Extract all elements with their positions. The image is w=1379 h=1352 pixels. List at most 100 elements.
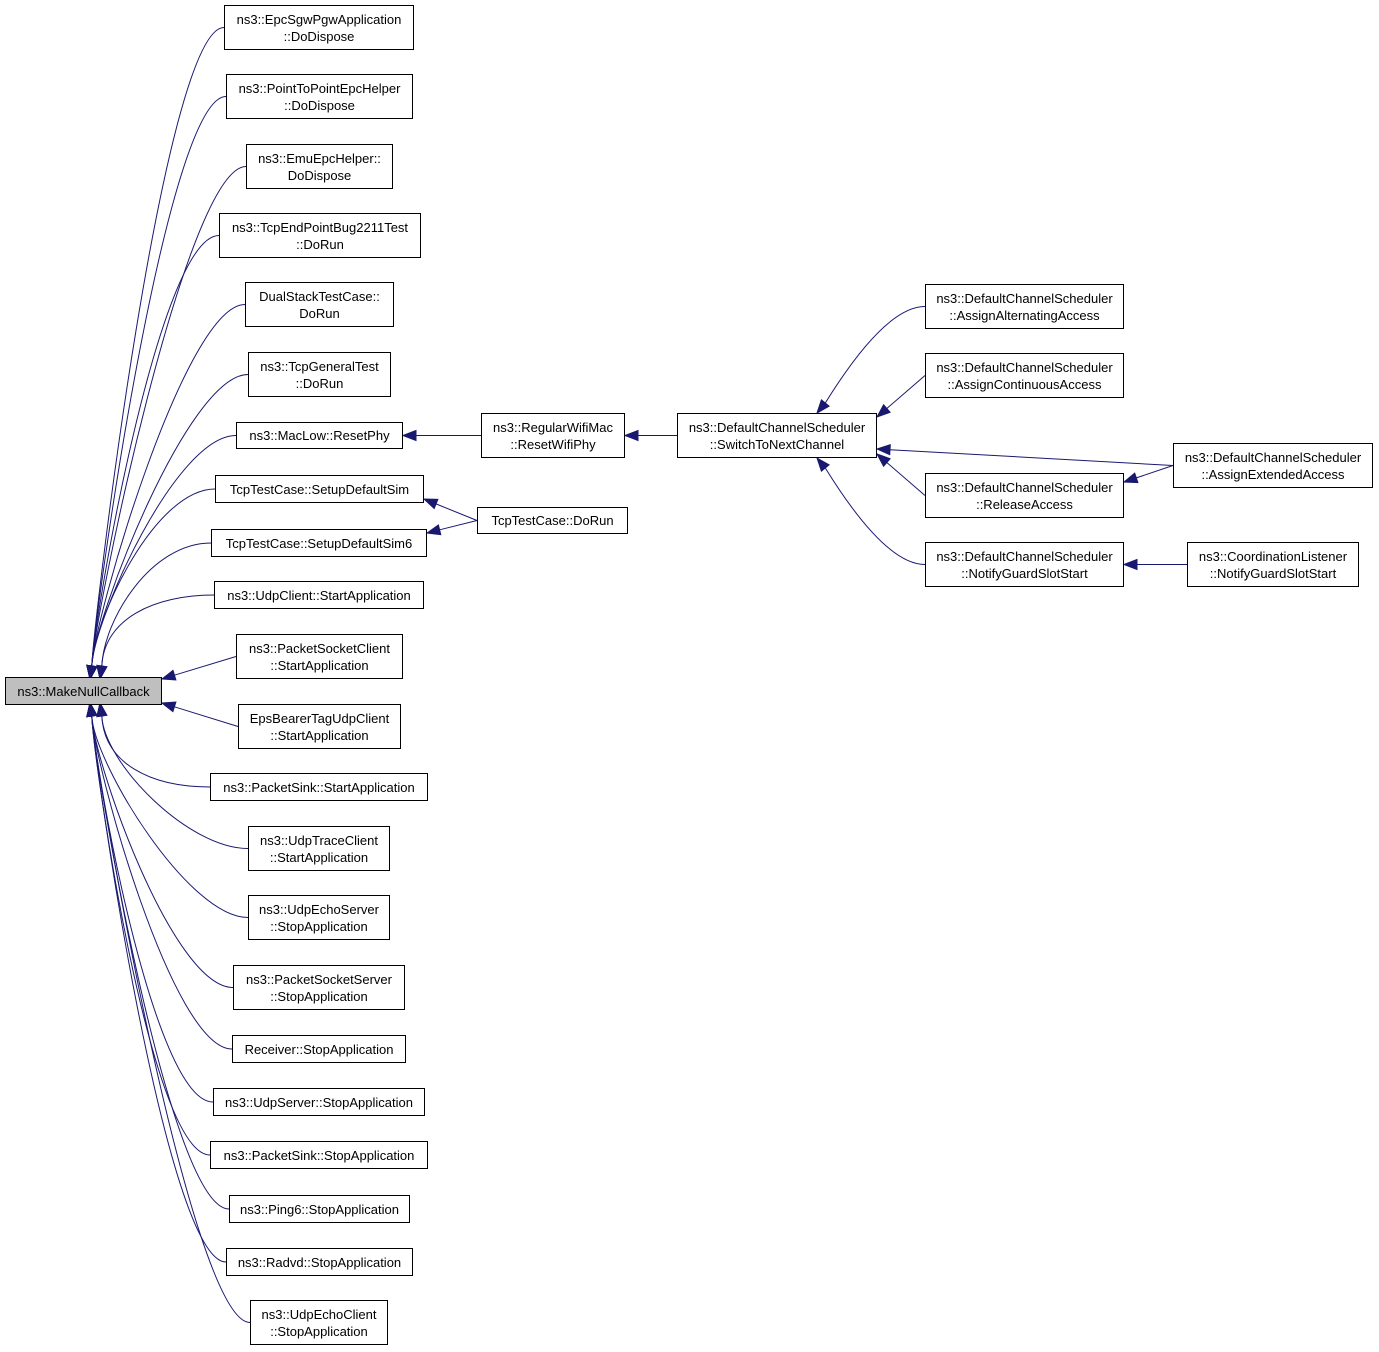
node-label: TcpTestCase::SetupDefaultSim6: [225, 535, 413, 551]
node-dual-stack[interactable]: DualStackTestCase::DoRun: [245, 282, 394, 327]
edge-assign-alternating-to-switch-to-next-arrow: [816, 398, 830, 415]
edge-udp-trace-start-to-make-null-callback-arrow: [96, 701, 108, 718]
edge-tcp-do-run-to-setup-sim-arrow: [422, 498, 439, 510]
edge-udp-client-start-to-make-null-callback-arrow: [96, 664, 108, 681]
edge-assign-continuous-to-switch-to-next-arrow: [875, 403, 891, 418]
node-pkt-sink-start[interactable]: ns3::PacketSink::StartApplication: [210, 773, 428, 801]
edge-assign-continuous-to-switch-to-next: [886, 375, 926, 409]
edge-udp-echo-client-stop-to-make-null-callback-arrow: [86, 701, 98, 718]
node-label: ns3::DefaultChannelScheduler: [936, 479, 1113, 495]
node-p2-pepc[interactable]: ns3::PointToPointEpcHelper::DoDispose: [226, 74, 413, 119]
edge-tcp-end-point-to-make-null-callback: [91, 235, 220, 667]
edge-eps-bearer-to-make-null-callback: [174, 706, 239, 727]
node-assign-alternating[interactable]: ns3::DefaultChannelScheduler::AssignAlte…: [925, 284, 1124, 329]
edge-tcp-do-run-to-setup-sim6: [439, 520, 478, 531]
node-udp-server-stop[interactable]: ns3::UdpServer::StopApplication: [213, 1088, 425, 1116]
edge-setup-sim-to-make-null-callback: [91, 488, 216, 667]
edge-receiver-stop-to-make-null-callback: [91, 715, 233, 1050]
node-label: ::DoRun: [295, 375, 344, 391]
edge-release-access-to-switch-to-next: [886, 462, 926, 496]
node-label: ns3::UdpEchoClient: [261, 1306, 377, 1322]
node-label: ns3::UdpClient::StartApplication: [227, 587, 411, 603]
node-ping6-stop[interactable]: ns3::Ping6::StopApplication: [229, 1195, 410, 1223]
edge-eps-bearer-to-make-null-callback-arrow: [160, 701, 177, 713]
node-make-null-callback[interactable]: ns3::MakeNullCallback: [5, 677, 162, 705]
node-label: ::NotifyGuardSlotStart: [961, 565, 1088, 581]
node-setup-sim[interactable]: TcpTestCase::SetupDefaultSim: [215, 475, 424, 503]
edge-pkt-sock-client-start-to-make-null-callback-arrow: [160, 669, 177, 681]
node-eps-bearer[interactable]: EpsBearerTagUdpClient::StartApplication: [238, 704, 401, 749]
edge-assign-extended-to-switch-to-next: [889, 449, 1174, 466]
edge-tcp-general-to-make-null-callback: [91, 374, 249, 667]
node-label: ns3::PacketSink::StopApplication: [223, 1147, 415, 1163]
node-tcp-general[interactable]: ns3::TcpGeneralTest::DoRun: [248, 352, 391, 397]
node-tcp-end-point[interactable]: ns3::TcpEndPointBug2211Test::DoRun: [219, 213, 421, 258]
node-label: ::AssignExtendedAccess: [1201, 466, 1345, 482]
node-mac-low-reset[interactable]: ns3::MacLow::ResetPhy: [236, 422, 403, 449]
node-udp-trace-start[interactable]: ns3::UdpTraceClient::StartApplication: [248, 826, 390, 871]
edge-pkt-sink-start-to-make-null-callback: [101, 715, 211, 788]
node-udp-echo-server-stop[interactable]: ns3::UdpEchoServer::StopApplication: [248, 895, 390, 940]
node-label: ::NotifyGuardSlotStart: [1209, 565, 1337, 581]
edge-p2-pepc-to-make-null-callback: [91, 96, 227, 667]
node-label: ns3::TcpEndPointBug2211Test: [231, 219, 409, 235]
node-label: ns3::DefaultChannelScheduler: [936, 290, 1113, 306]
edge-udp-echo-server-stop-to-make-null-callback: [91, 715, 249, 918]
node-label: ns3::Ping6::StopApplication: [240, 1201, 399, 1217]
edge-udp-trace-start-to-make-null-callback: [101, 715, 249, 849]
edge-dual-stack-to-make-null-callback: [91, 304, 246, 667]
node-label: ns3::DefaultChannelScheduler: [936, 548, 1113, 564]
node-label: ns3::PacketSocketServer: [246, 971, 392, 987]
node-label: ::DoDispose: [284, 97, 355, 113]
node-assign-extended[interactable]: ns3::DefaultChannelScheduler::AssignExte…: [1173, 443, 1373, 488]
edge-radvd-stop-to-make-null-callback: [91, 715, 227, 1263]
edge-epc-sgw-pgw-to-make-null-callback: [91, 27, 225, 667]
node-label: ns3::CoordinationListener: [1198, 548, 1348, 564]
edge-pkt-sock-server-stop-to-make-null-callback: [91, 715, 234, 988]
edge-tcp-do-run-to-setup-sim6-arrow: [425, 524, 442, 536]
node-label: ns3::DefaultChannelScheduler: [936, 359, 1113, 375]
node-label: ::StopApplication: [270, 1323, 368, 1339]
node-label: TcpTestCase::DoRun: [491, 513, 614, 528]
node-label: DoRun: [299, 305, 340, 321]
node-emu-epc[interactable]: ns3::EmuEpcHelper::DoDispose: [246, 144, 393, 189]
edge-notify-guard-dcs-to-switch-to-next: [824, 467, 926, 565]
node-label: ns3::EpcSgwPgwApplication: [236, 11, 402, 27]
node-udp-client-start[interactable]: ns3::UdpClient::StartApplication: [214, 581, 424, 609]
node-label: ns3::PointToPointEpcHelper: [238, 80, 401, 96]
node-switch-to-next[interactable]: ns3::DefaultChannelScheduler::SwitchToNe…: [677, 413, 877, 458]
edge-emu-epc-to-make-null-callback: [91, 166, 247, 667]
node-label: ns3::DefaultChannelScheduler: [1184, 449, 1362, 465]
edge-assign-alternating-to-switch-to-next: [824, 306, 926, 404]
node-tcp-do-run[interactable]: TcpTestCase::DoRun: [477, 507, 628, 534]
node-notify-guard-cl[interactable]: ns3::CoordinationListener::NotifyGuardSl…: [1187, 542, 1359, 587]
edge-notify-guard-dcs-to-switch-to-next-arrow: [816, 456, 830, 473]
node-receiver-stop[interactable]: Receiver::StopApplication: [232, 1035, 406, 1063]
node-label: ns3::UdpTraceClient: [259, 832, 378, 848]
node-regular-wifi-mac[interactable]: ns3::RegularWifiMac::ResetWifiPhy: [481, 413, 625, 458]
node-label: ::StopApplication: [270, 918, 368, 934]
node-label: ns3::RegularWifiMac: [493, 419, 613, 435]
node-label: ::DoDispose: [283, 28, 355, 44]
edge-regular-wifi-mac-to-mac-low-reset-arrow: [401, 429, 417, 442]
node-label: Receiver::StopApplication: [244, 1041, 394, 1057]
node-pkt-sock-client-start[interactable]: ns3::PacketSocketClient::StartApplicatio…: [236, 634, 403, 679]
edge-pkt-sock-client-start-to-make-null-callback: [174, 656, 237, 676]
node-pkt-sock-server-stop[interactable]: ns3::PacketSocketServer::StopApplication: [233, 965, 405, 1010]
node-label: TcpTestCase::SetupDefaultSim: [229, 481, 410, 497]
node-setup-sim6[interactable]: TcpTestCase::SetupDefaultSim6: [211, 529, 427, 557]
node-label: ::AssignContinuousAccess: [947, 376, 1102, 392]
node-release-access[interactable]: ns3::DefaultChannelScheduler::ReleaseAcc…: [925, 473, 1124, 518]
node-label: ::ReleaseAccess: [976, 496, 1073, 512]
node-assign-continuous[interactable]: ns3::DefaultChannelScheduler::AssignCont…: [925, 353, 1124, 398]
node-notify-guard-dcs[interactable]: ns3::DefaultChannelScheduler::NotifyGuar…: [925, 542, 1124, 587]
node-epc-sgw-pgw[interactable]: ns3::EpcSgwPgwApplication::DoDispose: [224, 5, 414, 50]
node-label: ns3::PacketSink::StartApplication: [223, 779, 415, 795]
node-radvd-stop[interactable]: ns3::Radvd::StopApplication: [226, 1248, 413, 1276]
node-label: ns3::TcpGeneralTest: [260, 358, 379, 374]
node-udp-echo-client-stop[interactable]: ns3::UdpEchoClient::StopApplication: [250, 1300, 388, 1345]
node-pkt-sink-stop[interactable]: ns3::PacketSink::StopApplication: [210, 1141, 428, 1169]
edge-udp-server-stop-to-make-null-callback: [91, 715, 214, 1103]
edge-setup-sim-to-make-null-callback-arrow: [86, 664, 98, 681]
